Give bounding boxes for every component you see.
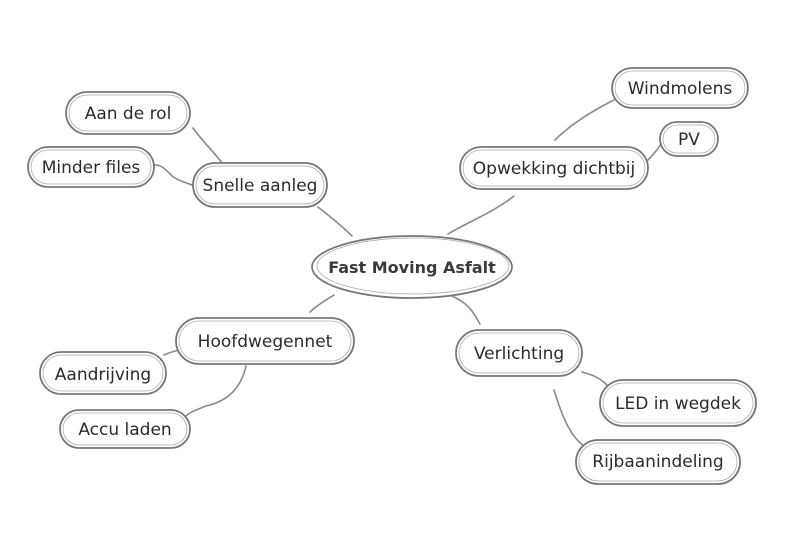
node-accu-laden-label: Accu laden: [78, 420, 171, 440]
node-verlichting: Verlichting: [455, 329, 583, 377]
node-opwekking-dichtbij: Opwekking dichtbij: [459, 146, 649, 190]
node-aan-de-rol: Aan de rol: [65, 91, 191, 135]
node-aan-de-rol-label: Aan de rol: [85, 104, 172, 124]
node-rijbaanindeling: Rijbaanindeling: [575, 439, 741, 485]
node-snelle-aanleg: Snelle aanleg: [192, 162, 328, 208]
branch-snelle-aanleg-aan-de-rol: [192, 127, 223, 164]
branch-center-verlichting: [451, 295, 481, 325]
branch-opwekking-windmolens: [554, 99, 615, 141]
node-aandrijving: Aandrijving: [39, 351, 167, 395]
node-verlichting-label: Verlichting: [474, 344, 564, 364]
node-minder-files-label: Minder files: [42, 158, 141, 178]
node-hoofdwegennet: Hoofdwegennet: [175, 317, 355, 365]
branch-verlichting-led: [581, 371, 609, 387]
node-opwekking-dichtbij-label: Opwekking dichtbij: [473, 159, 635, 179]
node-led-in-wegdek: LED in wegdek: [599, 379, 757, 427]
branch-center-hoofdwegennet: [309, 294, 335, 313]
branch-hoofdwegennet-accu-laden: [185, 365, 247, 417]
node-pv-label: PV: [678, 130, 700, 150]
center-node: Fast Moving Asfalt: [311, 235, 513, 299]
node-windmolens-label: Windmolens: [628, 79, 733, 99]
center-node-label: Fast Moving Asfalt: [328, 258, 496, 277]
branch-center-snelle-aanleg: [317, 206, 353, 237]
node-minder-files: Minder files: [27, 146, 155, 188]
node-rijbaanindeling-label: Rijbaanindeling: [592, 452, 723, 472]
branch-center-opwekking: [447, 195, 515, 235]
node-pv: PV: [659, 121, 719, 157]
node-led-in-wegdek-label: LED in wegdek: [615, 394, 741, 414]
branch-verlichting-rijbaanindeling: [553, 389, 585, 447]
branch-snelle-aanleg-minder-files: [149, 164, 195, 187]
node-aandrijving-label: Aandrijving: [55, 365, 151, 385]
node-snelle-aanleg-label: Snelle aanleg: [203, 176, 318, 196]
node-accu-laden: Accu laden: [59, 409, 191, 449]
branch-opwekking-pv: [647, 141, 663, 161]
node-hoofdwegennet-label: Hoofdwegennet: [198, 332, 333, 352]
node-windmolens: Windmolens: [611, 67, 749, 109]
